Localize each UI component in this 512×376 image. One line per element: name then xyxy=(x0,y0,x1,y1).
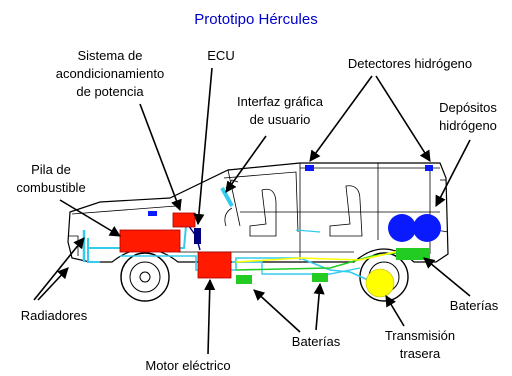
label-pila-2: combustible xyxy=(16,180,85,195)
label-depositos-1: Depósitos xyxy=(439,100,497,115)
label-interfaz-1: Interfaz gráfica xyxy=(237,94,324,109)
callout-arrows xyxy=(33,67,471,355)
fuel-cell-block xyxy=(119,229,181,253)
user-interface-screen xyxy=(220,187,234,207)
front-wheel xyxy=(120,252,170,302)
label-ecu: ECU xyxy=(207,48,234,63)
power-conditioning-block xyxy=(172,212,196,228)
label-sistema-1: Sistema de xyxy=(77,48,142,63)
battery-block-2 xyxy=(312,273,328,282)
battery-block-1 xyxy=(236,275,252,284)
label-sistema-2: acondicionamiento xyxy=(56,66,164,81)
label-depositos-2: hidrógeno xyxy=(439,118,497,133)
hydrogen-detector-1 xyxy=(305,165,314,171)
label-pila-1: Pila de xyxy=(31,162,71,177)
battery-block-3 xyxy=(396,248,430,260)
wiring xyxy=(87,221,405,281)
label-radiadores: Radiadores xyxy=(21,308,88,323)
label-transmision-1: Transmisión xyxy=(385,328,455,343)
label-sistema-3: de potencia xyxy=(76,84,144,99)
label-motor: Motor eléctrico xyxy=(145,358,230,373)
label-baterias-right: Baterías xyxy=(450,298,499,313)
ecu-block xyxy=(194,228,201,244)
label-interfaz-2: de usuario xyxy=(250,112,311,127)
rear-transmission-disc xyxy=(365,268,395,298)
hydrogen-detector-3 xyxy=(148,211,157,216)
hydrogen-detector-2 xyxy=(425,165,433,171)
label-detectores: Detectores hidrógeno xyxy=(348,56,472,71)
diagram-title: Prototipo Hércules xyxy=(194,11,317,28)
label-baterias-bottom: Baterías xyxy=(292,334,341,349)
hydrogen-tank-1 xyxy=(388,214,416,242)
hydrogen-tank-2 xyxy=(413,214,441,242)
electric-motor-block xyxy=(197,251,232,279)
callout-labels: Sistema de acondicionamiento de potencia… xyxy=(16,48,498,373)
label-transmision-2: trasera xyxy=(400,346,441,361)
